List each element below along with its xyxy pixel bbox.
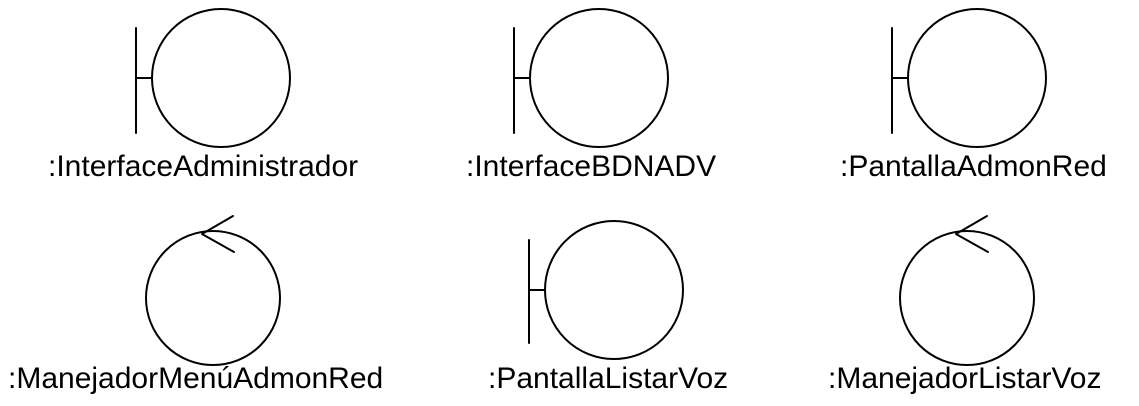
element-label: :ManejadorListarVoz [828,362,1102,395]
boundary-icon [135,8,291,148]
element-label: :InterfaceAdministrador [48,150,359,183]
control-icon [899,215,1035,366]
control-icon [145,215,281,366]
boundary-icon [528,220,684,360]
element-label: :InterfaceBDNADV [466,150,717,183]
element-label: :ManejadorMenúAdmonRed [8,362,384,395]
element-label: :PantallaAdmonRed [840,150,1107,183]
boundary-icon [891,8,1047,148]
boundary-icon [513,8,669,148]
element-label: :PantallaListarVoz [488,362,729,395]
